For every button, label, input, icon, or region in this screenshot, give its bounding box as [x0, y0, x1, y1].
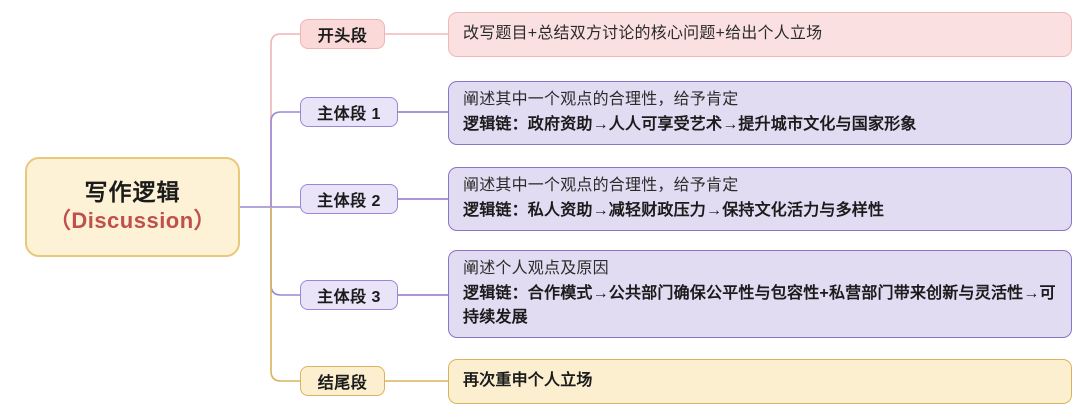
content-line-logic-chain: 逻辑链：政府资助→人人可享受艺术→提升城市文化与国家形象	[463, 116, 917, 133]
root-subtitle: （Discussion）	[48, 208, 217, 234]
branch-label-body-1[interactable]: 主体段 1	[300, 97, 398, 127]
branch-label-body-2[interactable]: 主体段 2	[300, 184, 398, 214]
connector-branch-2	[270, 111, 300, 207]
content-line-logic-chain: 逻辑链：合作模式→公共部门确保公平性与包容性+私营部门带来创新与灵活性→可持续发…	[463, 284, 1056, 327]
content-line-logic-chain: 逻辑链：私人资助→减轻财政压力→保持文化活力与多样性	[463, 202, 885, 219]
connector-branch-4	[270, 207, 300, 296]
content-box-body-2[interactable]: 阐述其中一个观点的合理性，给予肯定 逻辑链：私人资助→减轻财政压力→保持文化活力…	[448, 167, 1072, 231]
content-line: 改写题目+总结双方讨论的核心问题+给出个人立场	[463, 25, 823, 43]
content-line: 阐述其中一个观点的合理性，给予肯定	[463, 91, 739, 109]
branch-label-intro[interactable]: 开头段	[300, 19, 385, 49]
root-node[interactable]: 写作逻辑 （Discussion）	[25, 157, 240, 257]
content-line: 再次重申个人立场	[463, 372, 593, 390]
branch-label-conclusion[interactable]: 结尾段	[300, 366, 385, 396]
content-box-conclusion[interactable]: 再次重申个人立场	[448, 359, 1072, 404]
content-box-body-3[interactable]: 阐述个人观点及原因 逻辑链：合作模式→公共部门确保公平性与包容性+私营部门带来创…	[448, 250, 1072, 338]
connector-branch-5	[270, 207, 300, 382]
root-title: 写作逻辑	[84, 179, 181, 206]
branch-label-body-3[interactable]: 主体段 3	[300, 280, 398, 310]
content-box-body-1[interactable]: 阐述其中一个观点的合理性，给予肯定 逻辑链：政府资助→人人可享受艺术→提升城市文…	[448, 81, 1072, 145]
content-box-intro[interactable]: 改写题目+总结双方讨论的核心问题+给出个人立场	[448, 12, 1072, 57]
content-line: 阐述其中一个观点的合理性，给予肯定	[463, 177, 739, 195]
content-line: 阐述个人观点及原因	[463, 259, 609, 277]
connector-branch-1	[270, 33, 300, 207]
